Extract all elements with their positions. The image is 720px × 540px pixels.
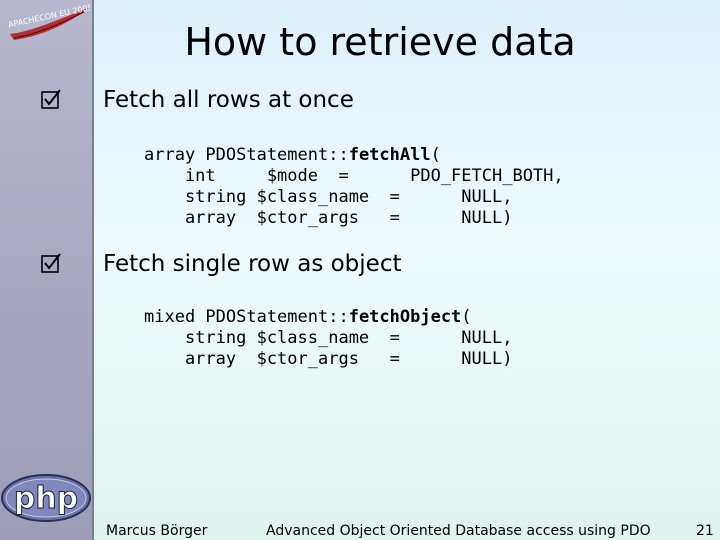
code-line: array $ctor_args = NULL) <box>144 208 513 228</box>
page-number: 21 <box>696 523 714 539</box>
code-block-fetch-object: mixed PDOStatement::fetchObject( string … <box>144 286 512 370</box>
code-line: string $class_name = NULL, <box>144 328 513 348</box>
footer-title: Advanced Object Oriented Database access… <box>266 523 651 539</box>
code-line: mixed PDOStatement::fetchObject( <box>144 307 472 327</box>
code-line: string $class_name = NULL, <box>144 187 513 207</box>
php-logo: php <box>1 474 91 522</box>
apachecon-feather-logo: APACHECON EU 2005 <box>7 3 90 40</box>
checkbox-checked-icon <box>41 253 61 273</box>
code-line: array $ctor_args = NULL) <box>144 349 513 369</box>
code-line: int $mode = PDO_FETCH_BOTH, <box>144 166 564 186</box>
bullet-fetch-all: Fetch all rows at once <box>103 87 354 113</box>
checkbox-checked-icon <box>41 89 61 109</box>
slide-title: How to retrieve data <box>184 20 576 64</box>
sidebar: APACHECON EU 2005 php <box>0 0 94 540</box>
code-line: array PDOStatement::fetchAll( <box>144 145 441 165</box>
footer-author: Marcus Börger <box>106 523 208 539</box>
svg-text:php: php <box>14 481 78 516</box>
code-block-fetch-all: array PDOStatement::fetchAll( int $mode … <box>144 124 564 229</box>
bullet-fetch-object: Fetch single row as object <box>103 251 402 277</box>
